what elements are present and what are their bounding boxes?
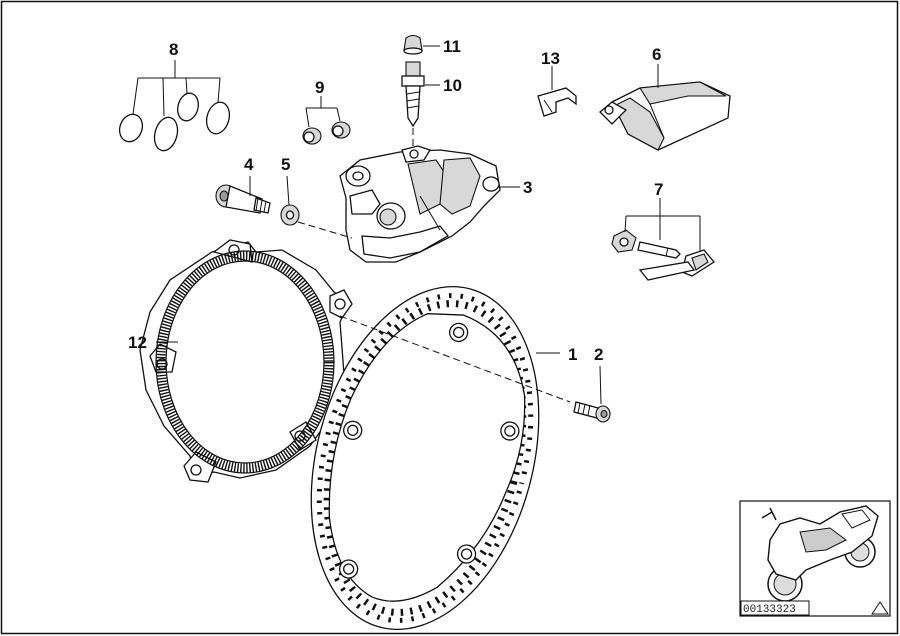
callout-4: 4 (244, 155, 254, 174)
motorcycle-silhouette-icon (761, 505, 879, 602)
reference-number: 00133323 (743, 604, 796, 616)
callout-7-leader (624, 198, 701, 252)
callout-9-leader (305, 96, 341, 128)
pad-pin-kit-part (611, 229, 715, 281)
callout-8-leader (132, 60, 221, 117)
motorcycle-thumbnail: 00133323 (739, 500, 891, 617)
callout-7: 7 (654, 180, 663, 199)
bushes-part (302, 121, 351, 145)
callout-9: 9 (315, 78, 324, 97)
brake-disc-part (310, 286, 540, 630)
callout-12: 12 (128, 333, 147, 352)
callout-3: 3 (523, 178, 532, 197)
triangle-icon (871, 601, 889, 615)
seal-rings-part (118, 92, 231, 152)
brake-pads-part (599, 81, 731, 151)
callout-labels: 1 2 3 4 5 6 7 8 9 10 11 12 13 (128, 37, 663, 364)
abs-sensor-ring-part (139, 239, 353, 483)
brake-caliper-part (339, 145, 501, 263)
bleed-cap-part (403, 34, 423, 55)
caliper-bolt-part (215, 184, 271, 214)
callout-5: 5 (281, 155, 290, 174)
spring-clip-part (537, 87, 577, 117)
disc-bolt-part (573, 401, 611, 423)
callout-8: 8 (169, 40, 178, 59)
callout-6: 6 (652, 45, 661, 64)
callout-1: 1 (568, 345, 577, 364)
callout-10: 10 (443, 76, 462, 95)
callout-11: 11 (443, 37, 461, 56)
callout-2: 2 (594, 345, 603, 364)
bleed-screw-part (401, 61, 425, 128)
washer-part (280, 204, 300, 226)
callout-13: 13 (541, 49, 560, 68)
